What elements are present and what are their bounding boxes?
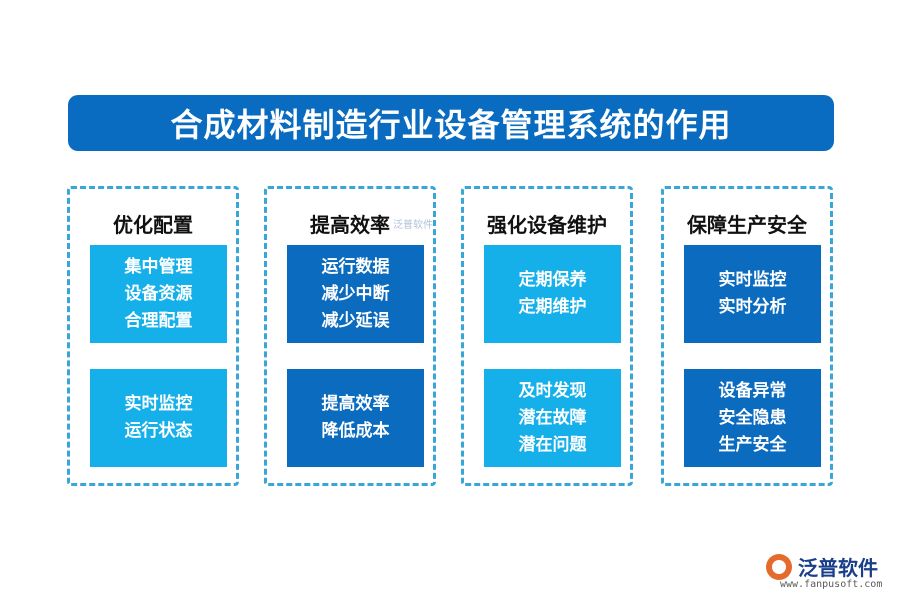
feature-line: 设备异常: [718, 380, 787, 401]
feature-line: 实时分析: [718, 297, 787, 317]
feature-line: 安全隐患: [718, 407, 787, 428]
logo-icon: [766, 553, 792, 580]
column-improve-efficiency: 提高效率 运行数据 减少中断 减少延误 提高效率 降低成本: [264, 186, 436, 486]
feature-box: 定期保养 定期维护: [484, 245, 621, 343]
feature-line: 生产安全: [718, 434, 787, 455]
feature-line: 减少中断: [321, 283, 390, 304]
column-heading: 保障生产安全: [687, 213, 807, 237]
feature-box: 集中管理 设备资源 合理配置: [90, 245, 227, 343]
feature-box: 及时发现 潜在故障 潜在问题: [484, 369, 621, 467]
column-heading: 强化设备维护: [487, 213, 607, 237]
feature-line: 提高效率: [321, 394, 390, 414]
feature-line: 合理配置: [124, 310, 193, 331]
column-ensure-safety: 保障生产安全 实时监控 实时分析 设备异常 安全隐患 生产安全: [661, 186, 833, 486]
column-optimize-config: 优化配置 集中管理 设备资源 合理配置 实时监控 运行状态: [67, 186, 239, 486]
feature-box: 提高效率 降低成本: [287, 369, 424, 467]
logo-name: 泛普软件: [798, 556, 878, 580]
logo-url: www.fanpusoft.com: [780, 579, 883, 590]
column-strengthen-maintenance: 强化设备维护 定期保养 定期维护 及时发现 潜在故障 潜在问题: [461, 186, 633, 486]
page-title: 合成材料制造行业设备管理系统的作用: [68, 95, 834, 151]
feature-line: 设备资源: [124, 283, 193, 304]
feature-line: 定期保养: [518, 270, 587, 290]
feature-line: 实时监控: [124, 394, 193, 414]
watermark-text: 泛普软件: [393, 220, 433, 231]
feature-line: 潜在故障: [518, 407, 587, 428]
column-heading: 优化配置: [113, 213, 193, 237]
feature-box: 运行数据 减少中断 减少延误: [287, 245, 424, 343]
column-heading: 提高效率: [310, 213, 390, 237]
feature-line: 定期维护: [518, 297, 587, 317]
brand-logo: 泛普软件: [766, 552, 878, 581]
feature-line: 集中管理: [124, 256, 193, 277]
feature-line: 及时发现: [518, 380, 587, 401]
feature-box: 实时监控 实时分析: [684, 245, 821, 343]
feature-line: 减少延误: [321, 310, 390, 331]
feature-box: 设备异常 安全隐患 生产安全: [684, 369, 821, 467]
feature-box: 实时监控 运行状态: [90, 369, 227, 467]
feature-line: 运行状态: [124, 421, 193, 441]
feature-line: 实时监控: [718, 270, 787, 290]
feature-line: 潜在问题: [518, 434, 587, 455]
feature-line: 降低成本: [321, 421, 390, 441]
feature-line: 运行数据: [321, 256, 390, 277]
